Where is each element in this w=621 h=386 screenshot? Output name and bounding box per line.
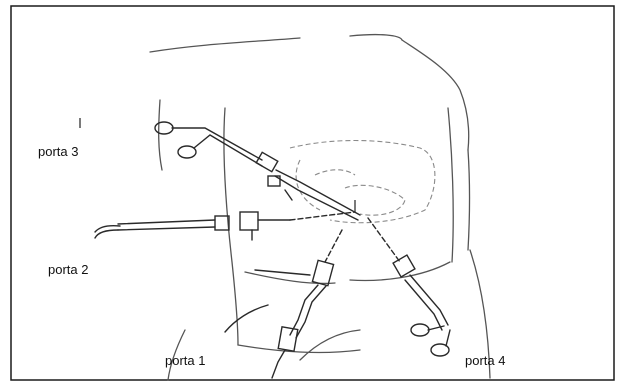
label-porta-3: porta 3	[38, 144, 78, 159]
port-4-instrument	[368, 218, 450, 356]
port-1-instrument	[225, 230, 342, 378]
label-porta-1: porta 1	[165, 353, 205, 368]
organ-outlines	[290, 141, 435, 223]
torso-outline	[150, 35, 490, 380]
port-2-instrument	[95, 212, 355, 240]
label-porta-4: porta 4	[465, 353, 505, 368]
figure-frame	[11, 6, 614, 380]
label-porta-2: porta 2	[48, 262, 88, 277]
port-3-instrument	[155, 122, 360, 220]
